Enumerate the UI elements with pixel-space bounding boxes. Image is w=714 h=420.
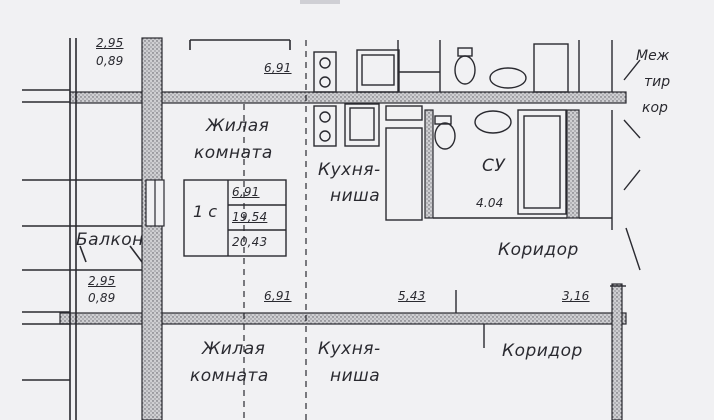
room-living-top-line1: Жилая <box>206 116 270 136</box>
room-kitchen-top-line2: ниша <box>330 186 381 206</box>
apartment-living-area: 6,91 <box>232 185 260 199</box>
dim-top-left-b: 0,89 <box>96 54 124 68</box>
apartment-type: 1 с <box>193 202 218 221</box>
dim-mid-left-b: 0,89 <box>88 291 116 305</box>
room-kitchen-top-line1: Кухня- <box>318 160 381 180</box>
room-interstorey-1: Меж <box>636 48 670 64</box>
room-kitchen-bottom-line1: Кухня- <box>318 339 381 359</box>
wall-left-outer <box>141 37 163 420</box>
wall-right-side <box>566 109 580 219</box>
facade-lines <box>22 38 291 420</box>
bath-walls-thin <box>433 40 613 230</box>
wall-right-lower <box>611 283 623 420</box>
room-corridor-top: Коридор <box>498 240 579 260</box>
room-corridor-bottom: Коридор <box>502 341 583 361</box>
dim-mid-left-a: 2,95 <box>88 274 116 288</box>
dim-mid-a: 6,91 <box>264 289 292 303</box>
room-bath-area: 4.04 <box>476 196 504 210</box>
apartment-total-area: 20,43 <box>232 235 268 249</box>
room-interstorey-3: кор <box>642 100 668 116</box>
wall-middle <box>59 312 627 325</box>
left-window <box>145 179 165 227</box>
apartment-total-living: 19,54 <box>232 210 268 224</box>
room-bath: СУ <box>482 156 506 176</box>
room-interstorey-2: тир <box>644 74 671 90</box>
dim-top-mid: 6,91 <box>264 61 292 75</box>
kitchen-partition <box>385 40 441 221</box>
axis-lines <box>243 40 307 420</box>
toilet <box>434 47 476 150</box>
wall-bath-left <box>424 109 434 219</box>
dim-top-left-a: 2,95 <box>96 36 124 50</box>
room-living-bottom-line1: Жилая <box>202 339 266 359</box>
dim-mid-c: 3,16 <box>562 289 590 303</box>
washbasin <box>474 67 527 134</box>
room-living-top-line2: комната <box>194 143 273 163</box>
room-kitchen-bottom-line2: ниша <box>330 366 381 386</box>
kitchen-sink <box>344 49 400 147</box>
door-marks <box>455 59 641 348</box>
apartment-info-box <box>183 179 287 257</box>
kitchen-stove <box>313 51 337 147</box>
vertical-walls <box>141 37 623 420</box>
room-living-bottom-line2: комната <box>190 366 269 386</box>
bathtub <box>517 43 569 215</box>
room-balcony: Балкон <box>76 230 144 250</box>
dim-mid-b: 5,43 <box>398 289 426 303</box>
top-bleed-mark <box>300 0 340 4</box>
